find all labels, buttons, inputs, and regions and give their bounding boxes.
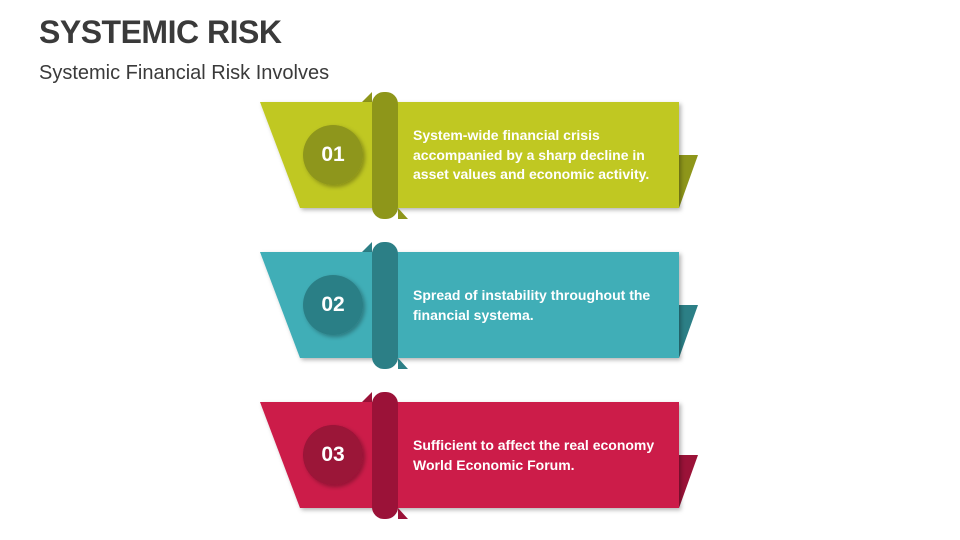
step-number: 03 — [321, 443, 345, 466]
step-text: Spread of instability throughout the fin… — [413, 287, 651, 323]
step-text: System-wide financial crisis accompanied… — [413, 127, 650, 182]
step-text: Sufficient to affect the real economy Wo… — [413, 437, 655, 473]
page-subtitle: Systemic Financial Risk Involves — [39, 62, 330, 84]
ribbon-item: 03 Sufficient to affect the real economy… — [0, 390, 960, 530]
ribbon-shape — [260, 92, 698, 219]
step-number: 02 — [321, 293, 345, 316]
ribbon-item: 02 Spread of instability throughout the … — [0, 240, 960, 380]
ribbon-shape — [260, 392, 698, 519]
ribbon-item: 01 System-wide financial crisis accompan… — [0, 90, 960, 230]
ribbon-shape — [260, 242, 698, 369]
step-number: 01 — [321, 143, 345, 166]
page-title: SYSTEMIC RISK — [39, 14, 282, 50]
